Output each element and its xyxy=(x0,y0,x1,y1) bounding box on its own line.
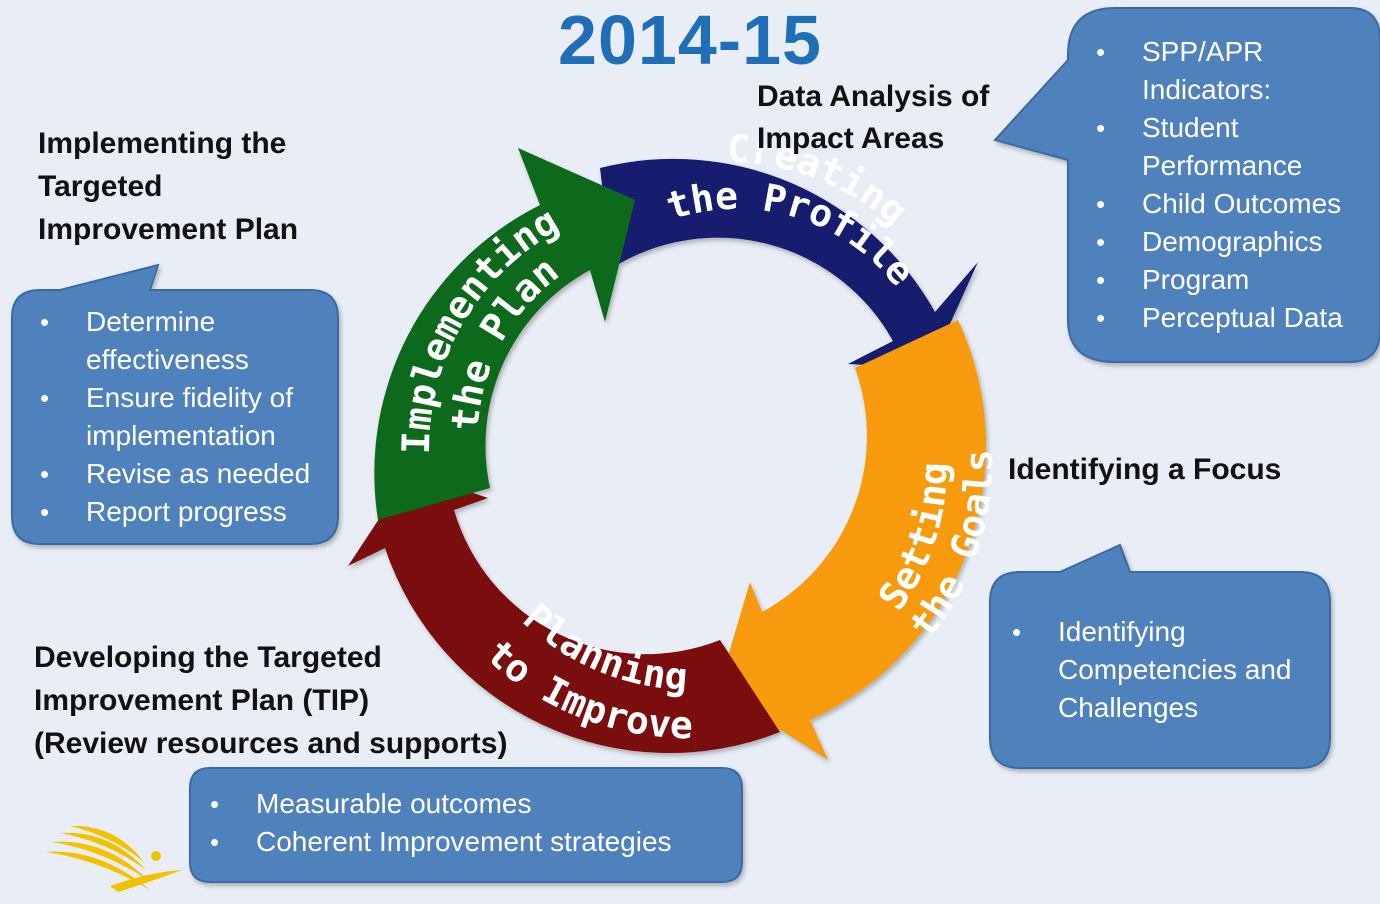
list-item: Program xyxy=(1082,261,1343,299)
list-item: Coherent Improvement strategies xyxy=(196,823,672,861)
list-item: Revise as needed xyxy=(26,455,310,493)
heading-data-analysis: Data Analysis of Impact Areas xyxy=(757,80,990,155)
arrow-setting-the-goals xyxy=(718,320,987,760)
heading-implementing: Implementing the Targeted Improvement Pl… xyxy=(38,127,299,246)
list-item: Measurable outcomes xyxy=(196,785,672,823)
heading-identifying-focus: Identifying a Focus xyxy=(1008,453,1282,486)
arrow-implementing-the-plan xyxy=(374,148,635,520)
list-item: Child Outcomes xyxy=(1082,185,1343,223)
yellow-swoosh-logo-icon xyxy=(46,825,182,892)
list-item: Report progress xyxy=(26,493,310,531)
arrow-planning-to-improve xyxy=(348,472,780,754)
callout-developing-list: Measurable outcomes Coherent Improvement… xyxy=(196,785,672,861)
list-item: Perceptual Data xyxy=(1082,299,1343,337)
heading-developing: Developing the Targeted Improvement Plan… xyxy=(34,641,508,760)
list-item: Demographics xyxy=(1082,223,1343,261)
arrow-creating-the-profile xyxy=(600,158,978,368)
diagram-title: 2014-15 xyxy=(558,1,822,79)
